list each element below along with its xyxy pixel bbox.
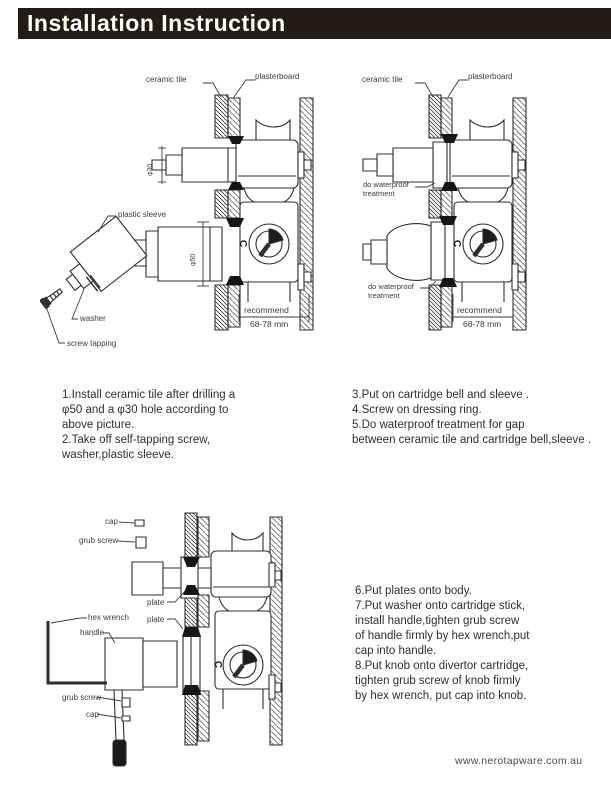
leader-lines	[51, 522, 185, 718]
cap-label-top: cap	[105, 517, 118, 526]
title-bar: Installation Instruction	[18, 8, 611, 39]
diagram3-drawing	[35, 495, 345, 785]
steps-6-8: 6.Put plates onto body. 7.Put washer ont…	[355, 585, 530, 702]
page-title: Installation Instruction	[27, 10, 286, 36]
diagram1-drawing	[40, 70, 335, 370]
seals	[226, 136, 244, 285]
plastic-sleeve-assembly	[40, 216, 147, 308]
recommend-mm-label: 68-78 mm	[250, 319, 289, 329]
grub-screw-label-bottom: grub screw	[62, 693, 102, 702]
diagram-waterproof-treatment: ceramic tile plasterboard do waterproof …	[335, 70, 611, 370]
handle-label: handle	[80, 628, 105, 637]
diagram-fit-handle-and-knob: cap grub screw plate plate hex wrench ha…	[35, 495, 345, 785]
plasterboard-label: plasterboard	[255, 72, 300, 81]
cold-mark: C	[451, 239, 463, 248]
washer-part	[86, 274, 100, 291]
diagram2-drawing	[335, 70, 611, 370]
washer-label: washer	[80, 314, 106, 323]
waterproof-seals	[439, 134, 458, 287]
leader-lines	[43, 80, 309, 343]
ceramic-tile-label: ceramic tile	[362, 75, 403, 84]
cold-mark: C	[237, 239, 249, 248]
plate-label-2: plate	[147, 615, 165, 624]
valve-body	[127, 120, 311, 302]
screw-part	[40, 287, 64, 309]
steps-3-5: 3.Put on cartridge bell and sleeve . 4.S…	[352, 389, 592, 446]
grub-screw-label-top: grub screw	[79, 536, 119, 545]
ceramic-tile-label: ceramic tile	[146, 75, 187, 84]
cap-label-bottom: cap	[86, 710, 99, 719]
hex-wrench-label: hex wrench	[88, 613, 129, 622]
recommend-mm-label: 68-78 mm	[463, 319, 502, 329]
waterproof-label-bottom: do waterproof treatment	[368, 282, 414, 300]
dim-phi50: φ50	[190, 253, 197, 266]
leader-lines	[415, 80, 513, 322]
website-url: www.nerotapware.com.au	[455, 755, 583, 767]
plate-label-1: plate	[147, 598, 165, 607]
plates	[182, 557, 201, 695]
plasterboard-label: plasterboard	[468, 72, 513, 81]
recommend-label: recommend	[457, 305, 502, 315]
waterproof-label-top: do waterproof treatment	[363, 180, 409, 198]
dim-phi30: φ30	[147, 163, 154, 176]
valve-body	[363, 120, 525, 302]
plastic-sleeve-label: plastic sleeve	[118, 210, 167, 219]
steps-1-2: 1.Install ceramic tile after drilling a …	[62, 389, 236, 461]
diagram-drill-and-remove-sleeve: ceramic tile plasterboard plastic sleeve…	[40, 70, 335, 370]
recommend-label: recommend	[244, 305, 289, 315]
screw-tapping-label: screw tapping	[67, 339, 117, 348]
hex-wrench-tool	[48, 621, 107, 683]
cold-mark: C	[212, 660, 224, 669]
